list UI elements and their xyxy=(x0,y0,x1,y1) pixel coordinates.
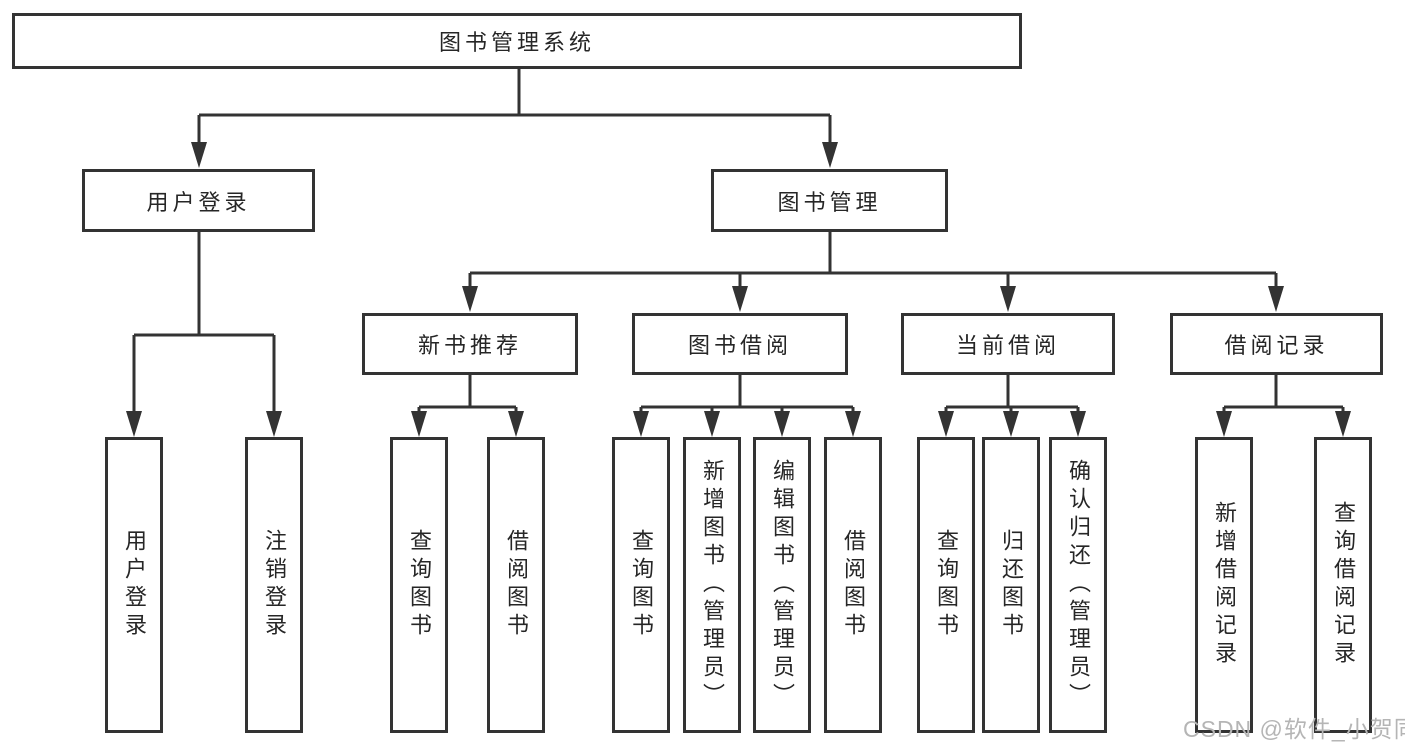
node-borrow-books-borrowing: 借阅图书 xyxy=(824,437,882,733)
node-query-books-recommend: 查询图书 xyxy=(390,437,448,733)
node-borrowing-records: 借阅记录 xyxy=(1170,313,1383,375)
node-current-borrowing: 当前借阅 xyxy=(901,313,1115,375)
node-label: 确认归还（管理员） xyxy=(1066,459,1091,711)
node-add-borrow-record: 新增借阅记录 xyxy=(1195,437,1253,733)
node-query-books-current: 查询图书 xyxy=(917,437,975,733)
node-label: 借阅图书 xyxy=(504,529,529,641)
node-book-borrowing: 图书借阅 xyxy=(632,313,848,375)
node-label: 新书推荐 xyxy=(417,333,522,358)
node-label: 用户登录 xyxy=(146,189,251,215)
node-query-books-borrowing: 查询图书 xyxy=(612,437,670,733)
node-label: 借阅记录 xyxy=(1224,333,1329,358)
node-label: 查询图书 xyxy=(629,529,654,641)
node-add-books-admin: 新增图书（管理员） xyxy=(683,437,741,733)
node-library-management-system: 图书管理系统 xyxy=(12,13,1022,69)
node-new-book-recommendation: 新书推荐 xyxy=(362,313,578,375)
node-label: 查询图书 xyxy=(407,529,432,641)
node-label: 查询借阅记录 xyxy=(1331,501,1356,669)
node-label: 归还图书 xyxy=(999,529,1024,641)
node-query-borrow-record: 查询借阅记录 xyxy=(1314,437,1372,733)
node-user-login-action: 用户登录 xyxy=(105,437,163,733)
node-user-login: 用户登录 xyxy=(82,169,315,232)
node-return-books: 归还图书 xyxy=(982,437,1040,733)
node-borrow-books-recommend: 借阅图书 xyxy=(487,437,545,733)
node-label: 当前借阅 xyxy=(955,333,1060,358)
node-edit-books-admin: 编辑图书（管理员） xyxy=(753,437,811,733)
node-label: 图书管理系统 xyxy=(438,30,595,55)
node-label: 借阅图书 xyxy=(841,529,866,641)
node-label: 查询图书 xyxy=(934,529,959,641)
node-confirm-return-admin: 确认归还（管理员） xyxy=(1049,437,1107,733)
watermark-text: CSDN @软件_小贺同学 xyxy=(1183,716,1405,742)
node-label: 新增图书（管理员） xyxy=(700,459,725,711)
node-label: 图书管理 xyxy=(777,189,882,215)
node-label: 用户登录 xyxy=(122,529,147,641)
node-book-management: 图书管理 xyxy=(711,169,948,232)
node-label: 图书借阅 xyxy=(687,333,792,358)
arrowheads xyxy=(126,142,1351,437)
node-label: 新增借阅记录 xyxy=(1212,501,1237,669)
node-logout-action: 注销登录 xyxy=(245,437,303,733)
node-label: 编辑图书（管理员） xyxy=(770,459,795,711)
node-label: 注销登录 xyxy=(262,529,287,641)
